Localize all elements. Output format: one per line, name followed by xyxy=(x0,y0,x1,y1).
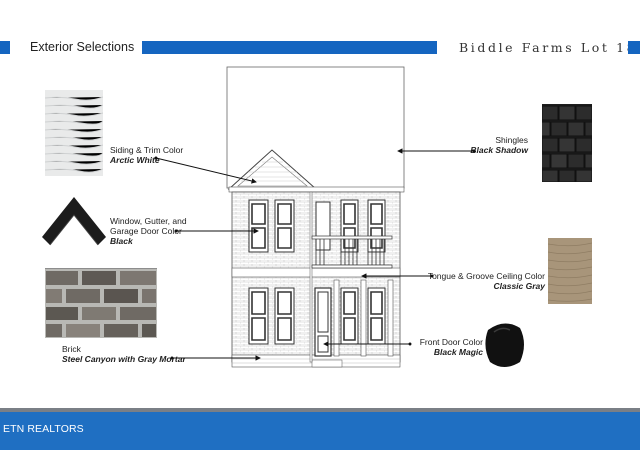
brick-label: Brick xyxy=(62,344,81,354)
ceiling-swatch xyxy=(548,238,592,304)
house-elevation-drawing xyxy=(154,66,476,368)
header-middle-bar xyxy=(142,41,437,54)
ceiling-label: Tongue & Groove Ceiling Color xyxy=(427,271,545,281)
front-door-value: Black Magic xyxy=(433,347,483,357)
siding-pointer xyxy=(154,156,257,184)
shingles-swatch xyxy=(542,104,592,182)
shingles-label: Shingles xyxy=(495,135,528,145)
front-door-label-block: Front Door Color Black Magic xyxy=(420,337,483,357)
siding-swatch xyxy=(45,90,103,176)
header-right-bar xyxy=(628,41,640,54)
project-title: Biddle Farms Lot 18 xyxy=(459,40,638,55)
window-label-line2: Garage Door Color xyxy=(110,226,182,236)
ceiling-value: Classic Gray xyxy=(493,281,545,291)
siding-label: Siding & Trim Color xyxy=(110,145,184,155)
window-trim-swatch xyxy=(42,197,106,246)
page-title: Exterior Selections xyxy=(30,40,135,54)
window-label-block: Window, Gutter, and Garage Door Color Bl… xyxy=(110,216,187,246)
header-left-bar xyxy=(0,41,10,54)
window-value: Black xyxy=(110,236,133,246)
front-door xyxy=(314,287,332,357)
footer-divider xyxy=(0,408,640,412)
shingles-value: Black Shadow xyxy=(470,145,528,155)
brick-value: Steel Canyon with Gray Mortar xyxy=(62,354,186,364)
front-door-label: Front Door Color xyxy=(419,337,483,347)
siding-label-block: Siding & Trim Color Arctic White xyxy=(110,145,183,165)
window-label-line1: Window, Gutter, and xyxy=(110,216,187,226)
footer-brand: ETN REALTORS xyxy=(3,423,84,435)
front-door-swatch xyxy=(485,323,524,367)
siding-value: Arctic White xyxy=(110,155,160,165)
brick-swatch xyxy=(45,268,157,338)
footer-bar xyxy=(0,412,640,450)
shingles-label-block: Shingles Black Shadow xyxy=(470,135,528,155)
brick-label-block: Brick Steel Canyon with Gray Mortar xyxy=(62,344,186,364)
ceiling-label-block: Tongue & Groove Ceiling Color Classic Gr… xyxy=(428,271,545,291)
